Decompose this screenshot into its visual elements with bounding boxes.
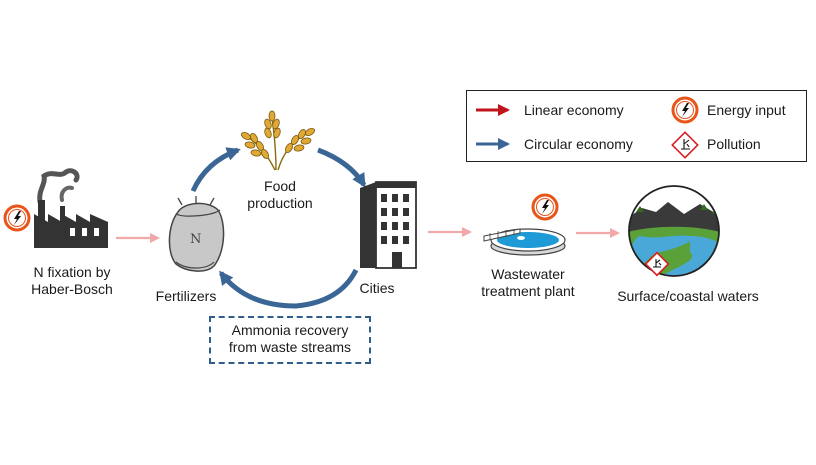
ammonia-recovery-label: Ammonia recovery from waste streams — [209, 322, 371, 356]
energy-input-icon — [3, 204, 31, 232]
food-production-label-line2: production — [247, 195, 313, 211]
circular-arrow-cities-fertilizer — [219, 268, 359, 309]
river-landscape-icon — [628, 185, 720, 277]
legend-energy-label: Energy input — [707, 102, 786, 118]
pollution-icon — [644, 251, 670, 277]
legend-pollution-label: Pollution — [707, 136, 761, 152]
haber-bosch-label-line2: Haber-Bosch — [31, 281, 113, 297]
food-production-label-line1: Food — [264, 178, 296, 194]
factory-icon — [34, 168, 108, 248]
wheat-icon — [241, 110, 315, 171]
ammonia-recovery-label-line2: from waste streams — [228, 339, 352, 355]
food-production-label: Food production — [240, 178, 320, 212]
haber-bosch-label: N fixation by Haber-Bosch — [24, 264, 120, 298]
energy-input-icon — [531, 193, 559, 221]
treatment-plant-icon — [483, 228, 566, 256]
fertilizers-label: Fertilizers — [155, 288, 217, 304]
surface-waters-label: Surface/coastal waters — [617, 288, 759, 304]
wastewater-label-line1: Wastewater — [491, 266, 565, 282]
wastewater-label-line2: treatment plant — [481, 283, 575, 299]
circular-arrow-fertilizer-food — [190, 147, 241, 193]
legend-pollution-icon — [671, 131, 699, 159]
ammonia-recovery-box — [209, 316, 371, 364]
haber-bosch-label-line1: N fixation by — [33, 264, 111, 280]
building-icon — [360, 181, 417, 269]
legend-linear-label: Linear economy — [524, 102, 624, 118]
circular-arrow-food-cities — [317, 147, 367, 188]
fertilizer-bag-icon — [168, 196, 225, 272]
ammonia-recovery-label-line1: Ammonia recovery — [231, 322, 349, 338]
legend — [466, 90, 807, 162]
fertilizer-bag-label: N — [190, 232, 201, 247]
legend-circular-label: Circular economy — [524, 136, 633, 152]
cities-label: Cities — [359, 280, 395, 296]
wastewater-label: Wastewater treatment plant — [470, 266, 586, 300]
